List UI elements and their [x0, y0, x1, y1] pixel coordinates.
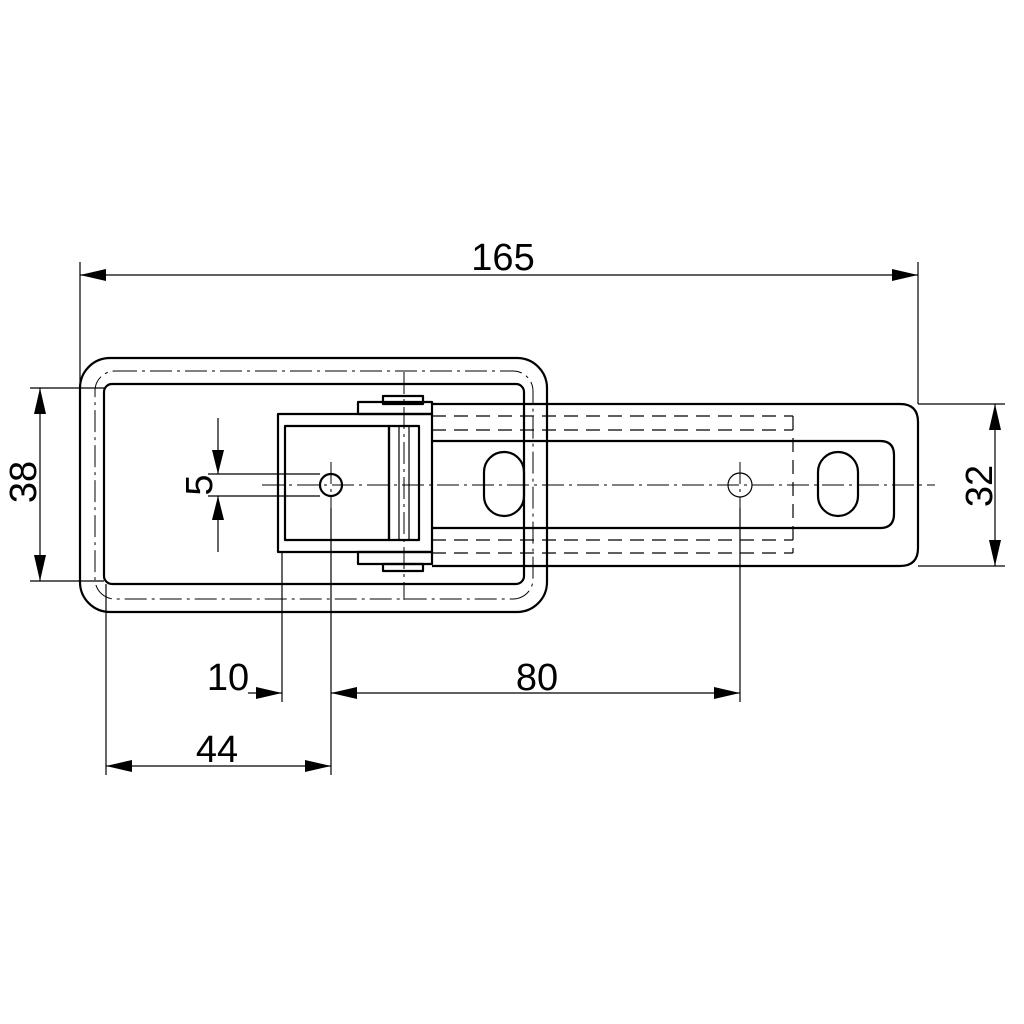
base-plate-bend-line — [94, 370, 534, 600]
dim-5-text: 5 — [179, 474, 221, 495]
dim-80-arrow-right — [714, 687, 740, 699]
dim-80-arrow-left — [331, 687, 357, 699]
clamp-body — [276, 394, 434, 573]
dim-80-text: 80 — [516, 657, 558, 699]
center-lines — [262, 372, 935, 600]
dim-38-text: 38 — [3, 461, 45, 503]
clamp-frame-outer — [276, 412, 434, 554]
dim-165-arrow-left — [80, 269, 106, 281]
hinge-knuckle-top — [356, 400, 434, 416]
dim-10-text: 10 — [207, 657, 249, 699]
dimension-165: 165 — [80, 237, 918, 281]
dimension-38: 38 — [3, 388, 46, 581]
dimension-80: 80 — [331, 657, 740, 699]
dim-44-text: 44 — [196, 729, 238, 771]
dim-5-arrow-bottom — [212, 496, 224, 520]
dim-10-arrow — [256, 687, 282, 699]
strap-outer — [432, 402, 920, 568]
dim-32-text: 32 — [959, 465, 1001, 507]
strap-slot-right — [816, 450, 860, 518]
dim-165-arrow-right — [892, 269, 918, 281]
dimension-5: 5 — [179, 418, 224, 552]
dimension-44: 44 — [106, 729, 331, 772]
clamp-frame-inner — [283, 424, 391, 542]
dim-44-arrow-right — [305, 760, 331, 772]
strap-slot-left — [482, 450, 526, 518]
extension-lines — [30, 262, 1005, 775]
dimension-32: 32 — [959, 404, 1001, 566]
dimension-10: 10 — [207, 657, 282, 699]
dim-5-arrow-top — [212, 450, 224, 474]
dim-44-arrow-left — [106, 760, 132, 772]
dim-32-arrow-top — [989, 404, 1001, 430]
dim-32-arrow-bottom — [989, 540, 1001, 566]
dim-38-arrow-bottom — [34, 555, 46, 581]
dim-165-text: 165 — [471, 237, 534, 279]
rivet-bottom — [381, 562, 425, 573]
hinge-knuckle-bottom — [356, 550, 434, 566]
rivet-top — [381, 394, 425, 406]
dim-38-arrow-top — [34, 388, 46, 414]
